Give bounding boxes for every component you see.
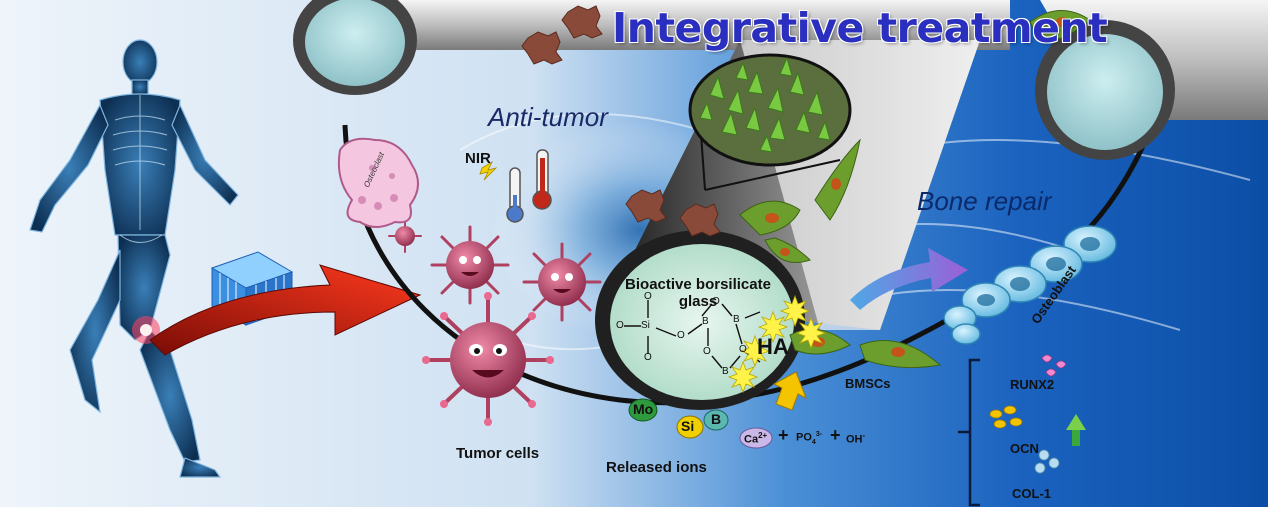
structure-si: Si (641, 320, 650, 331)
tumor-cell-right (522, 242, 602, 322)
runx2-marker (1041, 354, 1067, 377)
yellow-up-arrow (772, 371, 807, 411)
ha-crystal-zoom (688, 53, 852, 191)
bmsc-nuclei (765, 17, 1068, 357)
right-tube (1035, 0, 1268, 160)
oh-charge: - (862, 431, 866, 440)
mo-ion-sphere (628, 398, 658, 422)
structure-o-ring-2: O (703, 346, 711, 357)
left-tube (293, 0, 1010, 95)
purple-differentiation-arrow (850, 248, 968, 310)
b-ion-label: B (711, 411, 722, 427)
structure-o-ring-3: O (739, 344, 747, 355)
thermometer-hot (532, 149, 552, 210)
ha-starbursts (727, 294, 827, 394)
po4-charge: 3- (815, 431, 823, 438)
human-body-figure (29, 39, 239, 478)
plus-sign-2: + (830, 425, 841, 445)
released-ions-label: Released ions (606, 459, 707, 476)
skeleton-lines (112, 95, 168, 243)
structure-b-1: B (702, 316, 709, 327)
col1-label: COL-1 (1012, 486, 1051, 501)
runx2-label: RUNX2 (1010, 377, 1055, 392)
structure-o-bottom: O (644, 352, 652, 363)
structure-o-bridge: O (677, 330, 685, 341)
anti-tumor-heading: Anti-tumor (488, 102, 608, 132)
structure-o-left: O (616, 320, 624, 331)
si-ion-label: Si (681, 418, 695, 434)
structure-o-ring-1: O (712, 296, 720, 307)
marker-bracket (958, 358, 980, 507)
ha-label: HA (757, 334, 789, 359)
tumor-cell-large (422, 292, 554, 426)
tumor-cell-small (388, 219, 422, 253)
mo-ion-label: Mo (633, 401, 654, 417)
bmscs-label: BMSCs (845, 376, 891, 391)
plus-sign-1: + (778, 425, 789, 445)
ca-ion-sphere (739, 427, 773, 449)
crystal-flakes (699, 56, 831, 153)
structure-o-top: O (644, 291, 652, 302)
po4-ion-label: PO43- (796, 431, 822, 446)
ca-symbol: Ca (744, 433, 759, 446)
col1-marker (1034, 449, 1060, 474)
tumor-cells-label: Tumor cells (456, 445, 540, 462)
oh-symbol: OH (846, 433, 863, 446)
page-title: Integrative treatment (612, 4, 1108, 52)
lightning-icon (479, 160, 498, 181)
red-delivery-arrow (149, 264, 422, 356)
structure-b-3: B (722, 366, 729, 377)
ocn-marker (989, 405, 1023, 429)
po4-subscript: 4 (811, 438, 816, 446)
b-ion-sphere (703, 409, 729, 431)
structure-b-2: B (733, 314, 740, 325)
ca-charge: 2+ (758, 431, 768, 440)
upregulation-arrow (1066, 414, 1086, 446)
po4-symbol: PO (796, 431, 812, 444)
glass-label: Bioactive borsilicate glass (625, 276, 771, 310)
bone-repair-heading: Bone repair (917, 186, 1052, 216)
si-ion-sphere (676, 415, 704, 439)
ocn-label: OCN (1010, 441, 1039, 456)
oh-ion-label: OH- (846, 431, 865, 446)
dead-tumor-debris (521, 5, 721, 237)
osteoclast-cell (337, 137, 419, 228)
tumor-cell-mid (430, 225, 510, 305)
nir-label: NIR (465, 150, 491, 167)
osteoblast-chain (943, 225, 1117, 345)
knee-glow (132, 316, 160, 344)
ca-ion-label: Ca2+ (744, 431, 767, 446)
thermometer-cold (506, 167, 524, 223)
